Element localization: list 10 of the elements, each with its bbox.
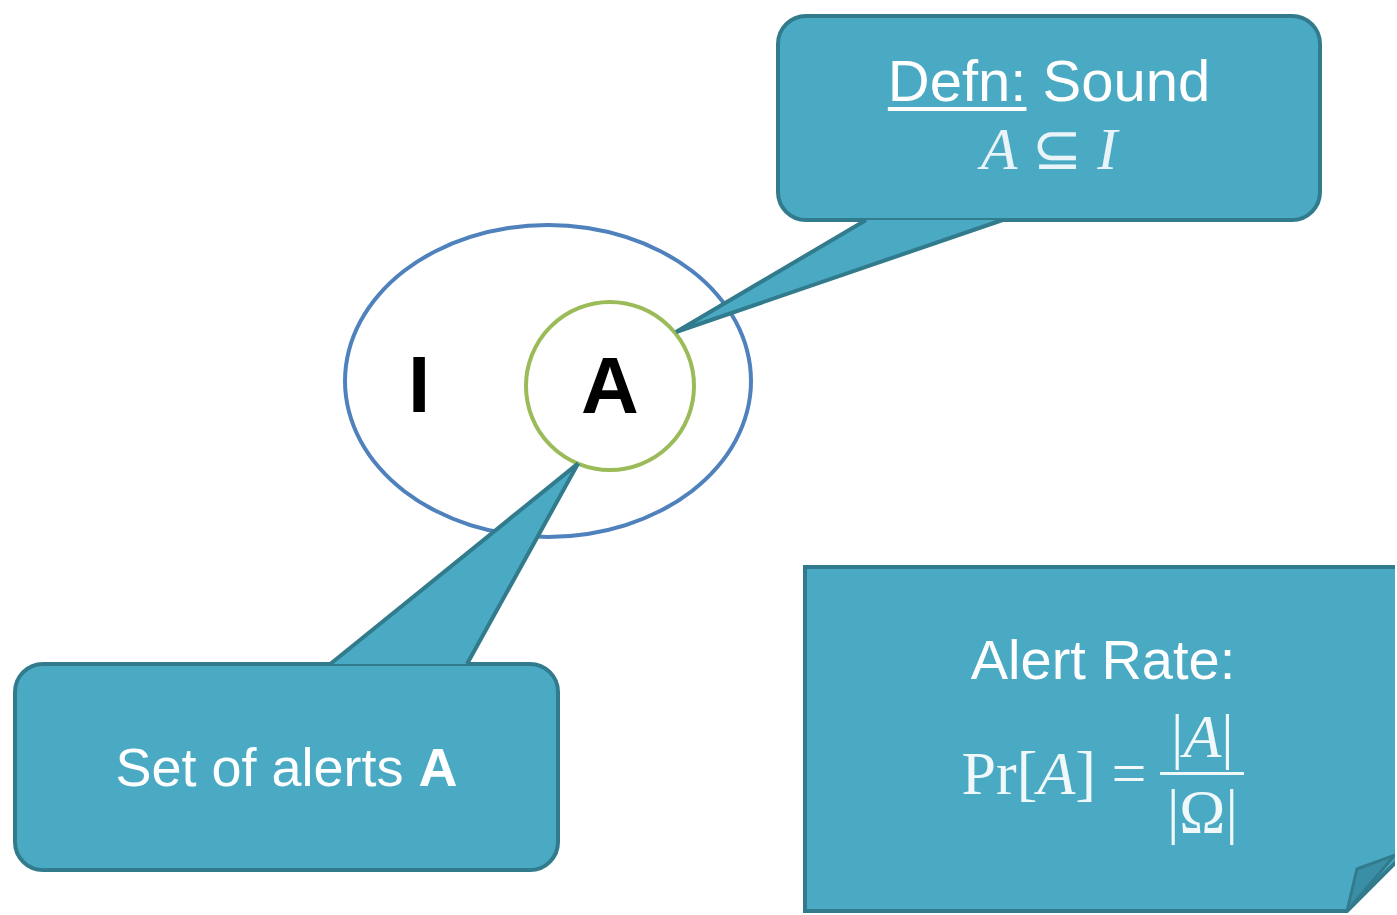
set-label: I [406, 345, 432, 425]
definition-label: Defn: [887, 48, 1027, 114]
subset-circle [524, 300, 696, 472]
callout-text: Set of alerts A [115, 736, 458, 799]
fraction-denominator: |Ω| [1166, 776, 1238, 847]
set-label: A [581, 346, 639, 426]
note-heading: Alert Rate: [969, 627, 1237, 693]
math-formula: Pr[A] = [961, 738, 1147, 809]
definition-title: Sound [1042, 48, 1211, 114]
fraction-numerator: |A| [1171, 701, 1234, 772]
